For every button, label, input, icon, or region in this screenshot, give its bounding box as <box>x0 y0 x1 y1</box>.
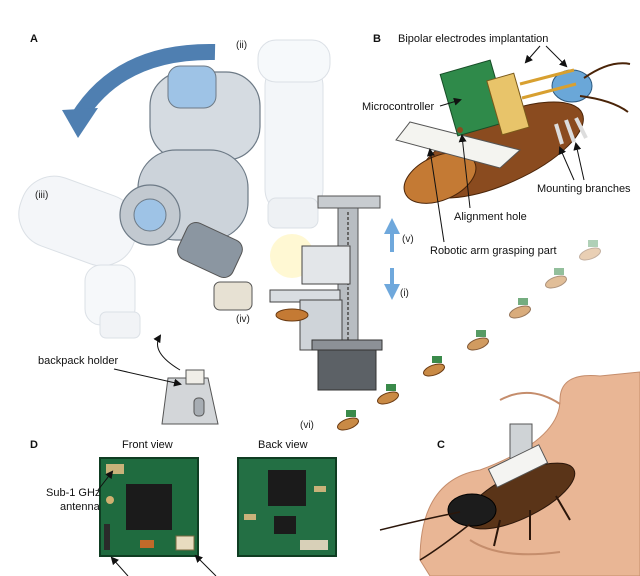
stage-iv: (iv) <box>236 314 250 325</box>
backpack-holder <box>161 369 219 425</box>
stage-vi: (vi) <box>300 420 314 431</box>
robot-arm-main <box>119 65 261 311</box>
back-view-label: Back view <box>258 439 308 451</box>
cockroach-with-backpack <box>395 59 631 204</box>
front-view-label: Front view <box>122 439 173 451</box>
rotation-arrow <box>71 43 216 123</box>
stage-v: (v) <box>402 234 414 245</box>
bipolar-electrodes-label: Bipolar electrodes implantation <box>398 33 548 45</box>
pcb-front <box>99 457 199 557</box>
panel-c-letter: C <box>437 439 445 451</box>
microcontroller-label: Microcontroller <box>362 101 434 113</box>
stage-ii: (ii) <box>236 40 247 51</box>
mounting-branches-label: Mounting branches <box>537 183 631 195</box>
alignment-hole-label: Alignment hole <box>454 211 527 223</box>
antenna-label-line2: antenna <box>60 501 101 513</box>
stage-iii: (iii) <box>35 190 48 201</box>
robot-arm-ghost-ii <box>257 39 331 229</box>
backpack-holder-leader <box>113 368 182 387</box>
antenna-label-line1: Sub-1 GHz <box>46 487 100 499</box>
down-arrow <box>384 268 400 300</box>
roach-trail <box>337 240 601 431</box>
stage-i: (i) <box>400 288 409 299</box>
panel-d-letter: D <box>30 439 38 451</box>
panel-a-letter: A <box>30 33 38 45</box>
panel-b-letter: B <box>373 33 381 45</box>
linear-stage <box>269 195 383 391</box>
rotation-arrow-head <box>62 108 98 138</box>
pcb-back <box>237 457 337 557</box>
up-arrow <box>384 218 400 252</box>
grasping-part-label: Robotic arm grasping part <box>430 245 557 257</box>
backpack-holder-label: backpack holder <box>38 355 118 367</box>
roach-on-stage <box>275 308 309 322</box>
hand-holding-cyborg-roach <box>379 371 640 576</box>
robot-arm-ghost-iii <box>18 175 141 339</box>
